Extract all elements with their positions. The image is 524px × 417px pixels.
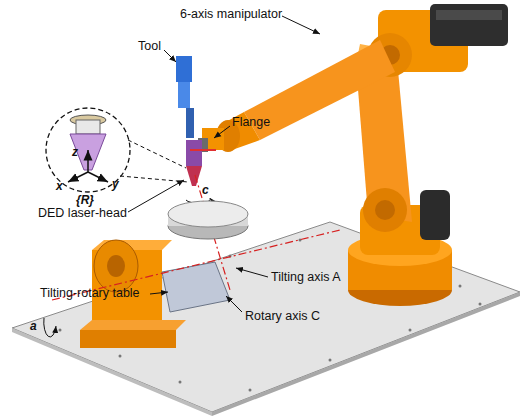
part-label: Tool bbox=[138, 40, 161, 54]
part-label: 6-axis manipulator bbox=[180, 8, 282, 22]
axis-label: x bbox=[56, 180, 63, 193]
part-label: Tilting-rotary table bbox=[40, 287, 140, 301]
frame-label: {R} bbox=[76, 194, 94, 207]
axis-label: c bbox=[202, 184, 209, 197]
axis-label: y bbox=[112, 178, 119, 191]
axis-label: z bbox=[72, 146, 78, 159]
part-label: Tilting axis A bbox=[271, 271, 341, 285]
axis-label: a bbox=[30, 320, 37, 333]
part-label: DED laser-head bbox=[38, 207, 127, 221]
part-label: Rotary axis C bbox=[245, 310, 320, 324]
part-label: Flange bbox=[232, 116, 270, 130]
